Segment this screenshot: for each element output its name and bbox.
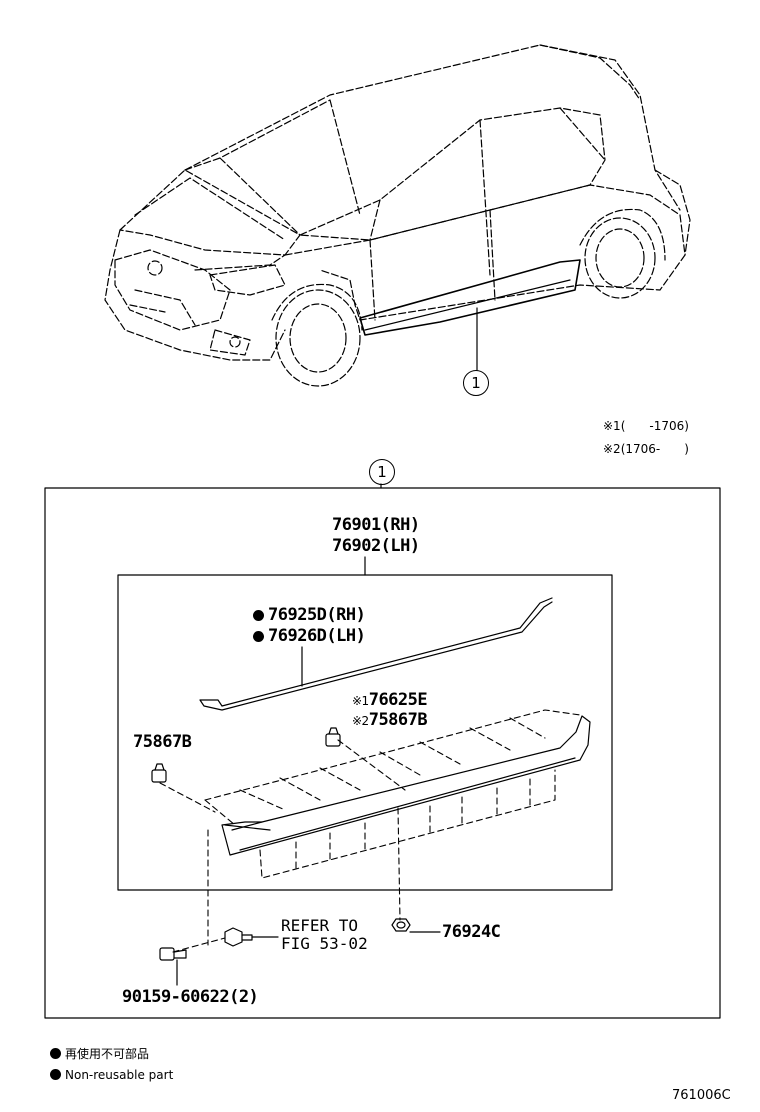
clip-right-shape	[325, 727, 341, 747]
legend-japanese-text: 再使用不可部品	[65, 1047, 150, 1061]
clip-left-label: 75867B	[133, 732, 192, 752]
outer-frame	[44, 487, 721, 1019]
clip-right-label-1: ※176625E	[352, 690, 428, 710]
clip-right-label-2: ※275867B	[352, 710, 428, 730]
clip-right-mark-2: ※2	[352, 714, 369, 728]
legend-english-text: Non-reusable part	[65, 1068, 174, 1082]
car-side-sill	[359, 259, 581, 336]
callout-circle-top: 1	[463, 370, 489, 396]
clip-right-text-2: 75867B	[368, 710, 428, 730]
clip-right-mark-1: ※1	[352, 694, 369, 708]
clip-right-text-1: 76625E	[368, 690, 428, 710]
note1-range: ( -1706)	[620, 419, 689, 433]
note1-mark: ※1	[603, 419, 621, 433]
legend-japanese: 再使用不可部品	[50, 1045, 149, 1062]
nut-label: 76924C	[442, 922, 501, 942]
non-reusable-dot-icon	[253, 631, 264, 642]
note-range-2: ※2(1706- )	[603, 440, 689, 457]
note2-range: (1706- )	[620, 442, 689, 456]
refer-line-1: REFER TO	[281, 916, 359, 935]
push-clip-shape	[224, 927, 253, 947]
clip-left-shape	[151, 763, 167, 783]
legend-dot-icon	[50, 1069, 61, 1080]
figure-id: 761006C	[672, 1088, 731, 1103]
strip-rh-text: 76925D(RH)	[268, 605, 366, 625]
side-sill-part	[221, 715, 591, 856]
callout-circle-frame: 1	[369, 459, 395, 485]
moulding-strip	[199, 597, 553, 711]
screw-shape	[159, 947, 187, 961]
refer-line-2: FIG 53-02	[281, 934, 368, 953]
strip-rh-label: 76925D(RH)	[253, 605, 366, 625]
assembly-lh-label: 76902(LH)	[332, 536, 420, 556]
assembly-rh-label: 76901(RH)	[332, 515, 420, 535]
legend-english: Non-reusable part	[50, 1068, 173, 1082]
note2-mark: ※2	[603, 442, 621, 456]
strip-lh-text: 76926D(LH)	[268, 626, 366, 646]
note-range-1: ※1( -1706)	[603, 417, 689, 434]
non-reusable-dot-icon	[253, 610, 264, 621]
screw-label: 90159-60622(2)	[122, 987, 259, 1007]
strip-lh-label: 76926D(LH)	[253, 626, 366, 646]
legend-dot-icon	[50, 1048, 61, 1059]
car-illustration	[104, 44, 691, 387]
nut-shape	[391, 918, 411, 932]
